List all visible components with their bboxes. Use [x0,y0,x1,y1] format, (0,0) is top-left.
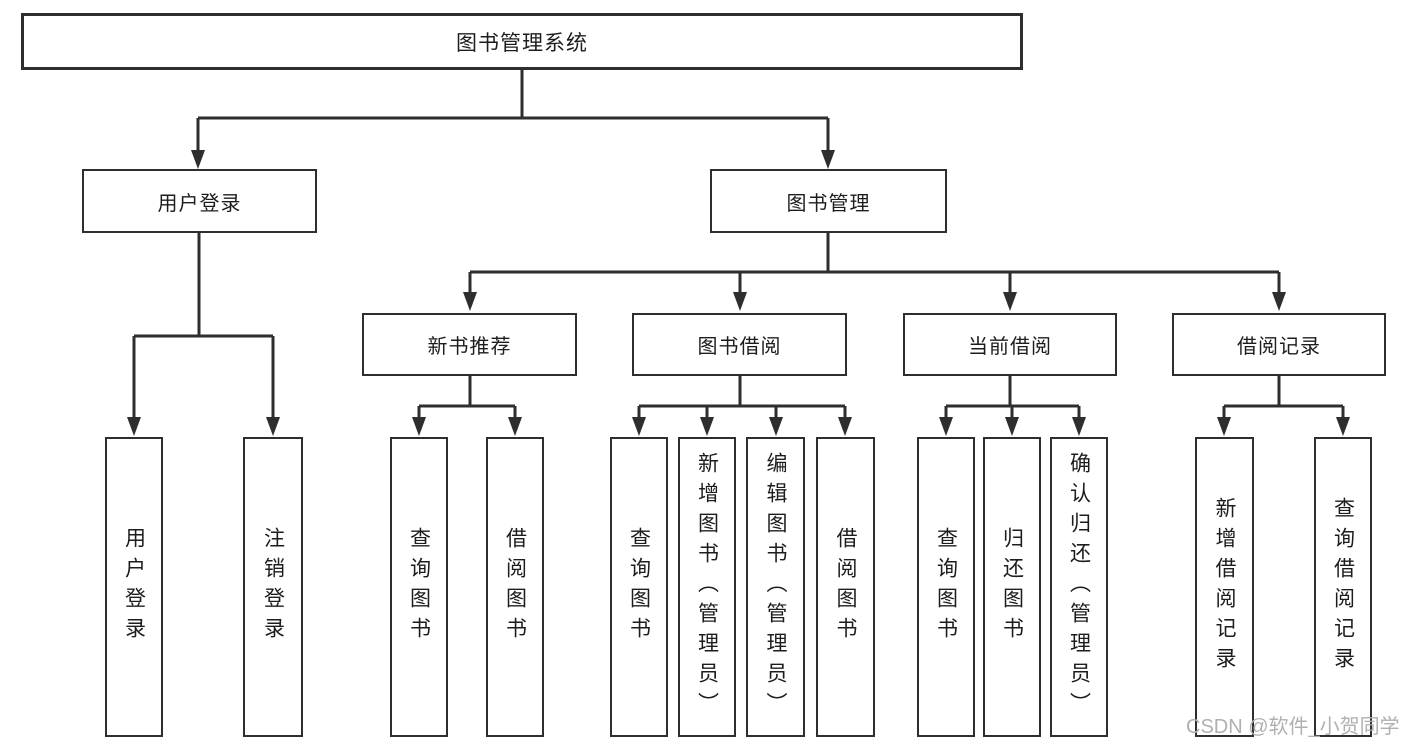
leaf-return-books: 归还图书 [983,437,1041,737]
leaf-label: 查询图书 [627,527,651,647]
leaf-label: 新增借阅记录 [1213,497,1236,677]
leaf-add-borrow-record: 新增借阅记录 [1195,437,1254,737]
leaf-query-books-current: 查询图书 [917,437,975,737]
leaf-label: 归还图书 [1000,527,1024,647]
node-label: 当前借阅 [968,336,1052,358]
leaf-label: 注销登录 [261,527,285,647]
leaf-logout: 注销登录 [243,437,303,737]
node-label: 用户登录 [157,192,242,215]
leaf-borrow-books-borrowing: 借阅图书 [816,437,875,737]
leaf-query-books-recommend: 查询图书 [390,437,448,737]
leaf-label: 借阅图书 [503,527,527,647]
leaf-label: 查询图书 [934,527,958,647]
leaf-confirm-return-admin: 确认归还（管理员） [1050,437,1108,737]
leaf-label: 查询图书 [407,527,431,647]
leaf-query-books-borrowing: 查询图书 [610,437,668,737]
node-label: 新书推荐 [427,336,512,358]
leaf-label: 查询借阅记录 [1331,497,1355,677]
node-new-book-recommendation: 新书推荐 [362,313,577,376]
leaf-label: 编辑图书（管理员） [764,452,787,722]
node-label: 图书管理系统 [456,31,588,55]
leaf-label: 用户登录 [122,527,146,647]
node-label: 图书管理 [786,192,871,215]
leaf-add-books-admin: 新增图书（管理员） [678,437,736,737]
node-label: 图书借阅 [697,336,782,358]
node-library-system: 图书管理系统 [21,13,1023,70]
node-borrowing-records: 借阅记录 [1172,313,1386,376]
node-book-borrowing: 图书借阅 [632,313,847,376]
leaf-label: 借阅图书 [834,527,857,647]
leaf-user-login: 用户登录 [105,437,163,737]
node-current-borrowing: 当前借阅 [903,313,1117,376]
leaf-borrow-books-recommend: 借阅图书 [486,437,544,737]
node-label: 借阅记录 [1237,336,1321,358]
leaf-label: 新增图书（管理员） [695,452,719,722]
csdn-watermark: CSDN @软件_小贺同学 [1186,716,1400,738]
leaf-query-borrow-record: 查询借阅记录 [1314,437,1372,737]
leaf-edit-books-admin: 编辑图书（管理员） [746,437,805,737]
node-book-management: 图书管理 [710,169,947,233]
leaf-label: 确认归还（管理员） [1067,452,1091,722]
node-user-login: 用户登录 [82,169,317,233]
